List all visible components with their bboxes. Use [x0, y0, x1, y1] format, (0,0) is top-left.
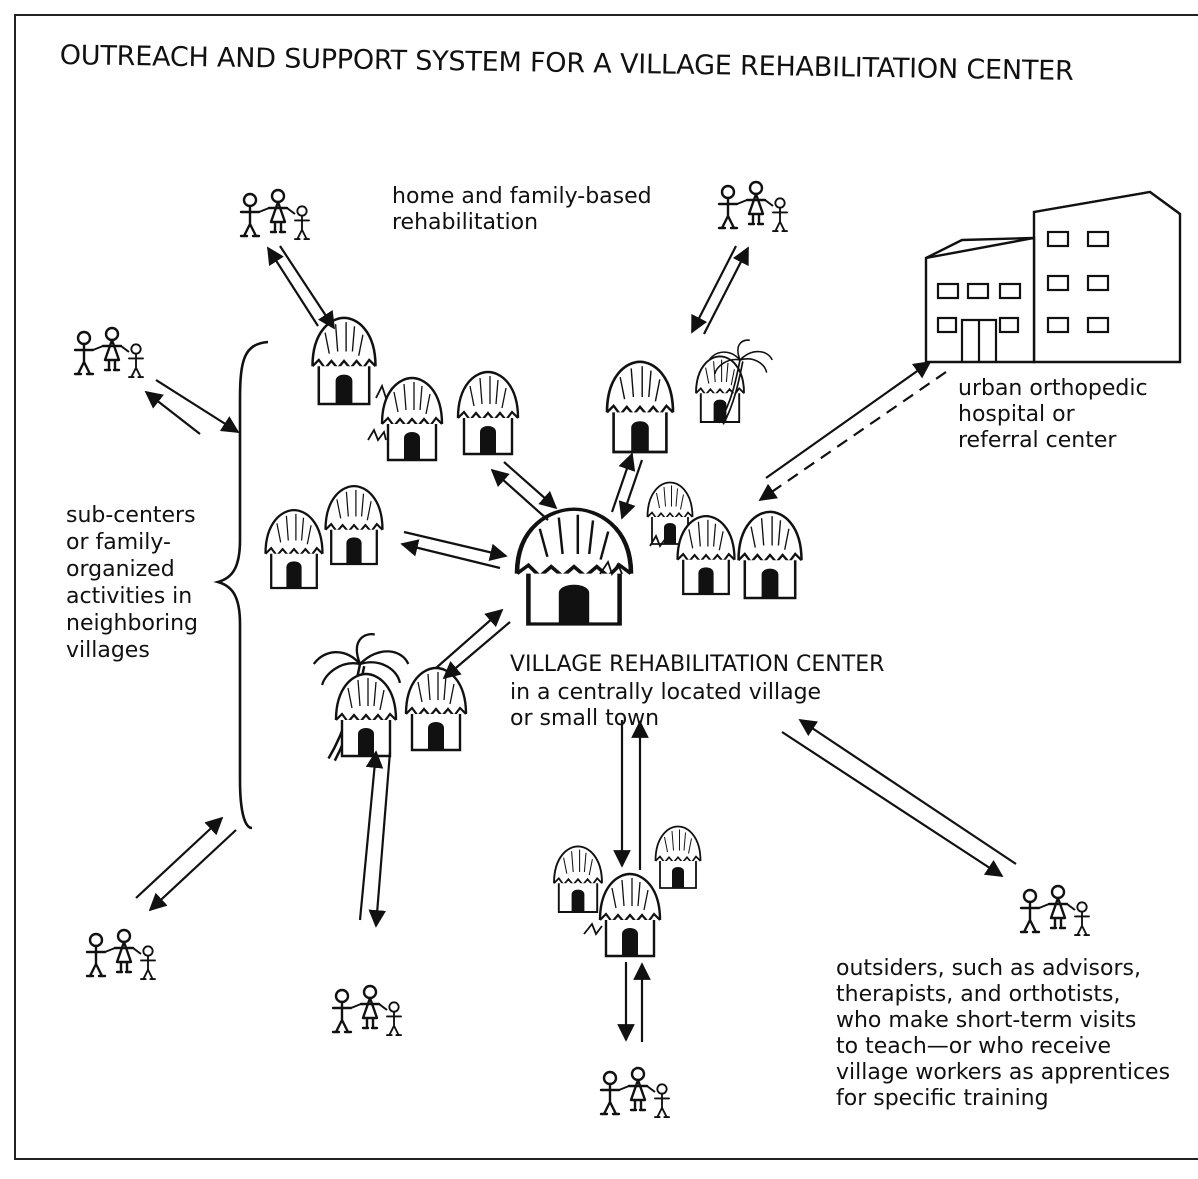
family-left — [75, 328, 143, 377]
label-sub-centers: sub-centers or family- organized activit… — [66, 503, 198, 663]
label-outsiders: outsiders, such as advisors, therapists,… — [836, 956, 1171, 1111]
hut-mid-right-2 — [676, 514, 736, 596]
connection-arrows — [135, 245, 1017, 1042]
hut-top-right-large — [605, 360, 675, 454]
family-bottom-center — [601, 1068, 669, 1117]
family-bottom-center-left — [333, 986, 401, 1035]
family-right — [1021, 886, 1089, 935]
hut-top-left-large — [311, 316, 377, 406]
sub-centers-brace — [213, 340, 269, 830]
label-center-sub: in a centrally located village or small … — [510, 680, 822, 731]
hut-mid-right-3 — [737, 510, 803, 600]
family-top-left — [241, 190, 309, 239]
family-top-right — [719, 182, 787, 231]
family-bottom-left — [87, 930, 155, 979]
hut-mid-left-1 — [264, 508, 324, 590]
hut-bottom-3 — [598, 872, 662, 958]
hut-top-left-2 — [456, 370, 520, 456]
hospital-building-icon — [924, 190, 1182, 364]
hut-mid-left-2 — [324, 484, 384, 566]
label-center-heading: VILLAGE REHABILITATION CENTER — [510, 652, 885, 677]
diagram-frame — [14, 14, 1198, 1160]
label-urban-hospital: urban orthopedic hospital or referral ce… — [958, 376, 1148, 453]
label-home-rehabilitation: home and family-based rehabilitation — [392, 184, 652, 235]
hut-center-main — [517, 509, 631, 624]
hut-lower-left-1 — [334, 672, 398, 758]
hut-bottom-2 — [654, 825, 702, 889]
grass-tufts — [367, 383, 667, 936]
hut-bottom-1 — [553, 845, 603, 913]
hut-lower-left-2 — [404, 666, 468, 752]
